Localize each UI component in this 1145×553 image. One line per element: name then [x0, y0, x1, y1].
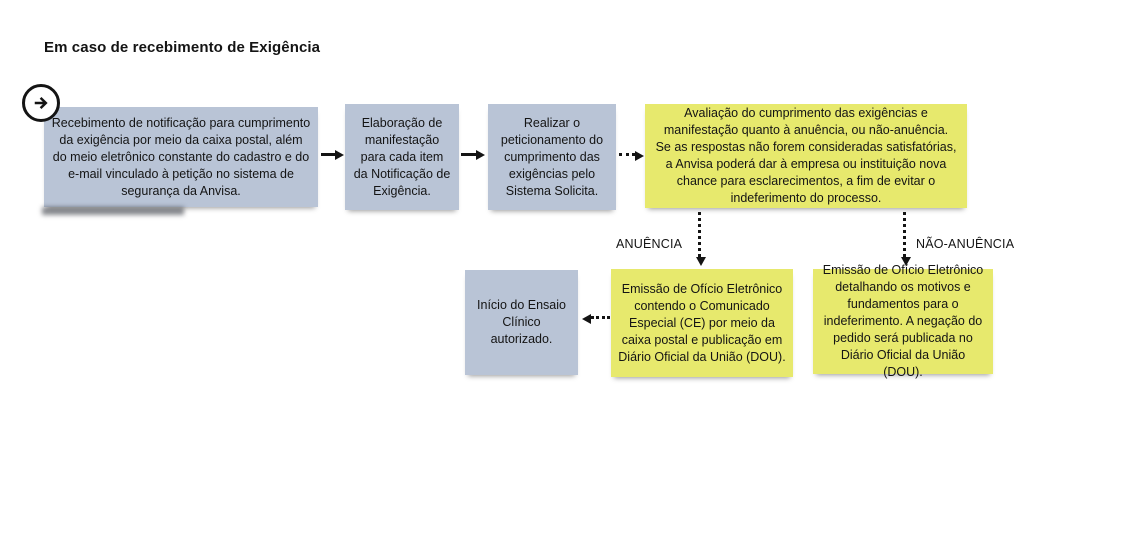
node-avaliacao-cumprimento: Avaliação do cumprimento das exigências … [645, 104, 967, 208]
node-peticionamento-solicita: Realizar o peticionamento do cumprimento… [488, 104, 616, 210]
connector-emissao-ce-to-inicio-ensaio [591, 316, 610, 319]
diagram-title: Em caso de recebimento de Exigência [44, 39, 321, 56]
branch-label-nao-anuencia: NÃO-ANUÊNCIA [916, 237, 1015, 251]
node-emissao-oficio-indeferimento: Emissão de Ofício Eletrônico detalhando … [813, 263, 993, 379]
circle-right-arrow-icon [31, 93, 51, 113]
node-inicio-ensaio-clinico: Início do Ensaio Clínico autorizado. [465, 270, 578, 375]
connector-elaboracao-to-peticionamento [461, 153, 476, 156]
connector-recebimento-to-elaboracao [321, 153, 335, 156]
connector-avaliacao-to-emissao-indeferimento [903, 212, 906, 257]
node-emissao-oficio-comunicado-especial: Emissão de Ofício Eletrônico contendo o … [611, 269, 793, 377]
flow-start-marker [22, 84, 60, 122]
connector-peticionamento-to-avaliacao [619, 153, 635, 156]
connector-avaliacao-to-emissao-ce [698, 212, 701, 257]
node-elaboracao-manifestacao: Elaboração de manifestação para cada ite… [345, 104, 459, 210]
branch-label-anuencia: ANUÊNCIA [616, 237, 683, 251]
node-recebimento-notificacao: Recebimento de notificação para cumprime… [44, 107, 318, 207]
